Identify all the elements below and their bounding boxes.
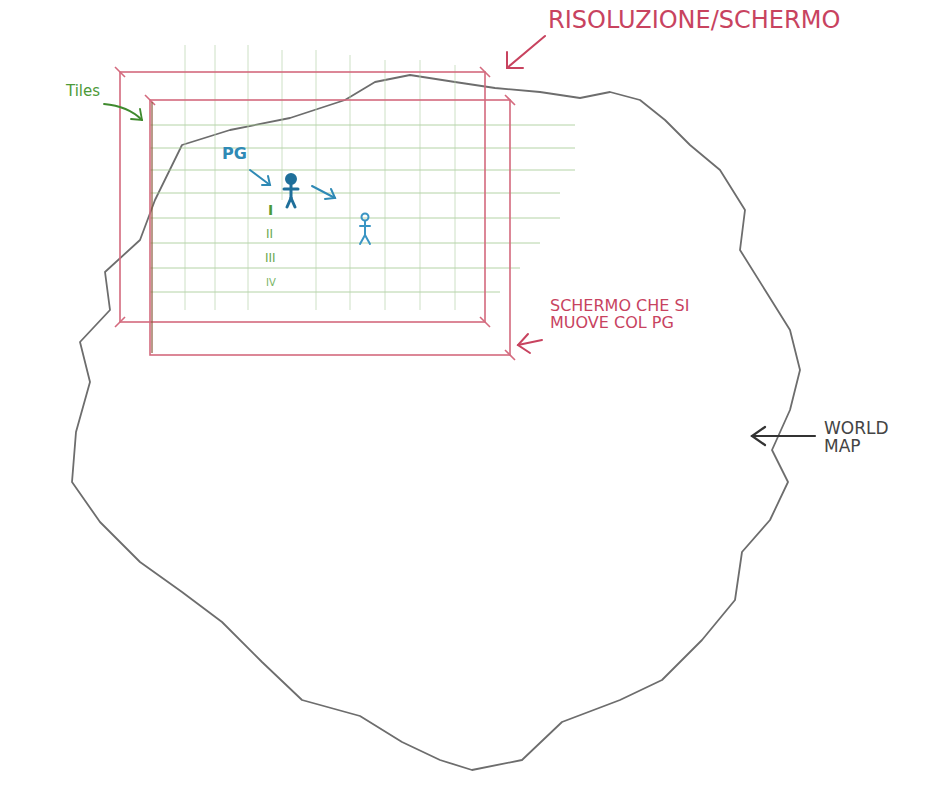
moving-screen-label: SCHERMO CHE SI MUOVE COL PG: [550, 298, 690, 332]
tile-grid-vertical: [185, 45, 455, 310]
tiles-arrow: [104, 104, 142, 120]
tile-row-number: II: [266, 228, 273, 241]
world-map-label: WORLD MAP: [824, 420, 924, 456]
red-pointer-arrows: [507, 36, 545, 353]
world-map-arrow: [752, 427, 815, 445]
screen-resolution-label: RISOLUZIONE/SCHERMO: [548, 8, 840, 33]
screen-rectangles: [115, 67, 515, 360]
tiles-label: Tiles: [66, 84, 100, 100]
npc-figure: [360, 214, 370, 245]
left-edge-shade: [151, 102, 153, 353]
player-figure: [284, 175, 298, 208]
tile-grid: [150, 125, 575, 292]
player-label: PG: [222, 146, 247, 163]
tile-row-number: III: [265, 252, 276, 265]
player-arrows: [250, 170, 335, 199]
world-map-outline: [72, 75, 800, 770]
tile-row-number: I: [268, 203, 273, 218]
tile-row-number: IV: [266, 278, 276, 289]
